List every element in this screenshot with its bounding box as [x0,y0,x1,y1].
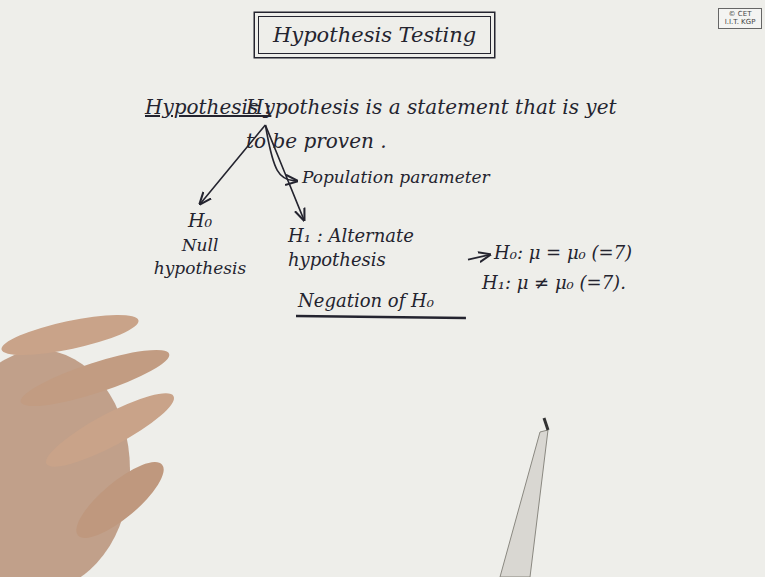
title: Hypothesis Testing [258,16,491,54]
underline-stroke [296,316,466,318]
hand-illustration [0,307,181,577]
note-text: Negation of H₀ [298,290,434,311]
node-text: Null hypothesis [140,234,260,280]
logo-text: © CET I.I.T. KGP [718,8,762,29]
node-text: Population parameter [302,166,490,189]
text-node: H₀Null hypothesis [140,208,260,280]
text-node: H₁ : Alternate hypothesis [288,224,414,273]
pen-illustration [500,418,548,577]
node-text: H₀ [140,208,260,234]
note-text: H₀: μ = μ₀ (=7) [494,242,632,263]
text-node: Population parameter [302,166,490,189]
note-text: H₁: μ ≠ μ₀ (=7). [482,272,626,293]
note-text: Hypothesis is a statement that is yet to… [246,90,618,158]
pointer-arrow [468,255,490,260]
node-text: H₁ : Alternate hypothesis [288,224,414,273]
